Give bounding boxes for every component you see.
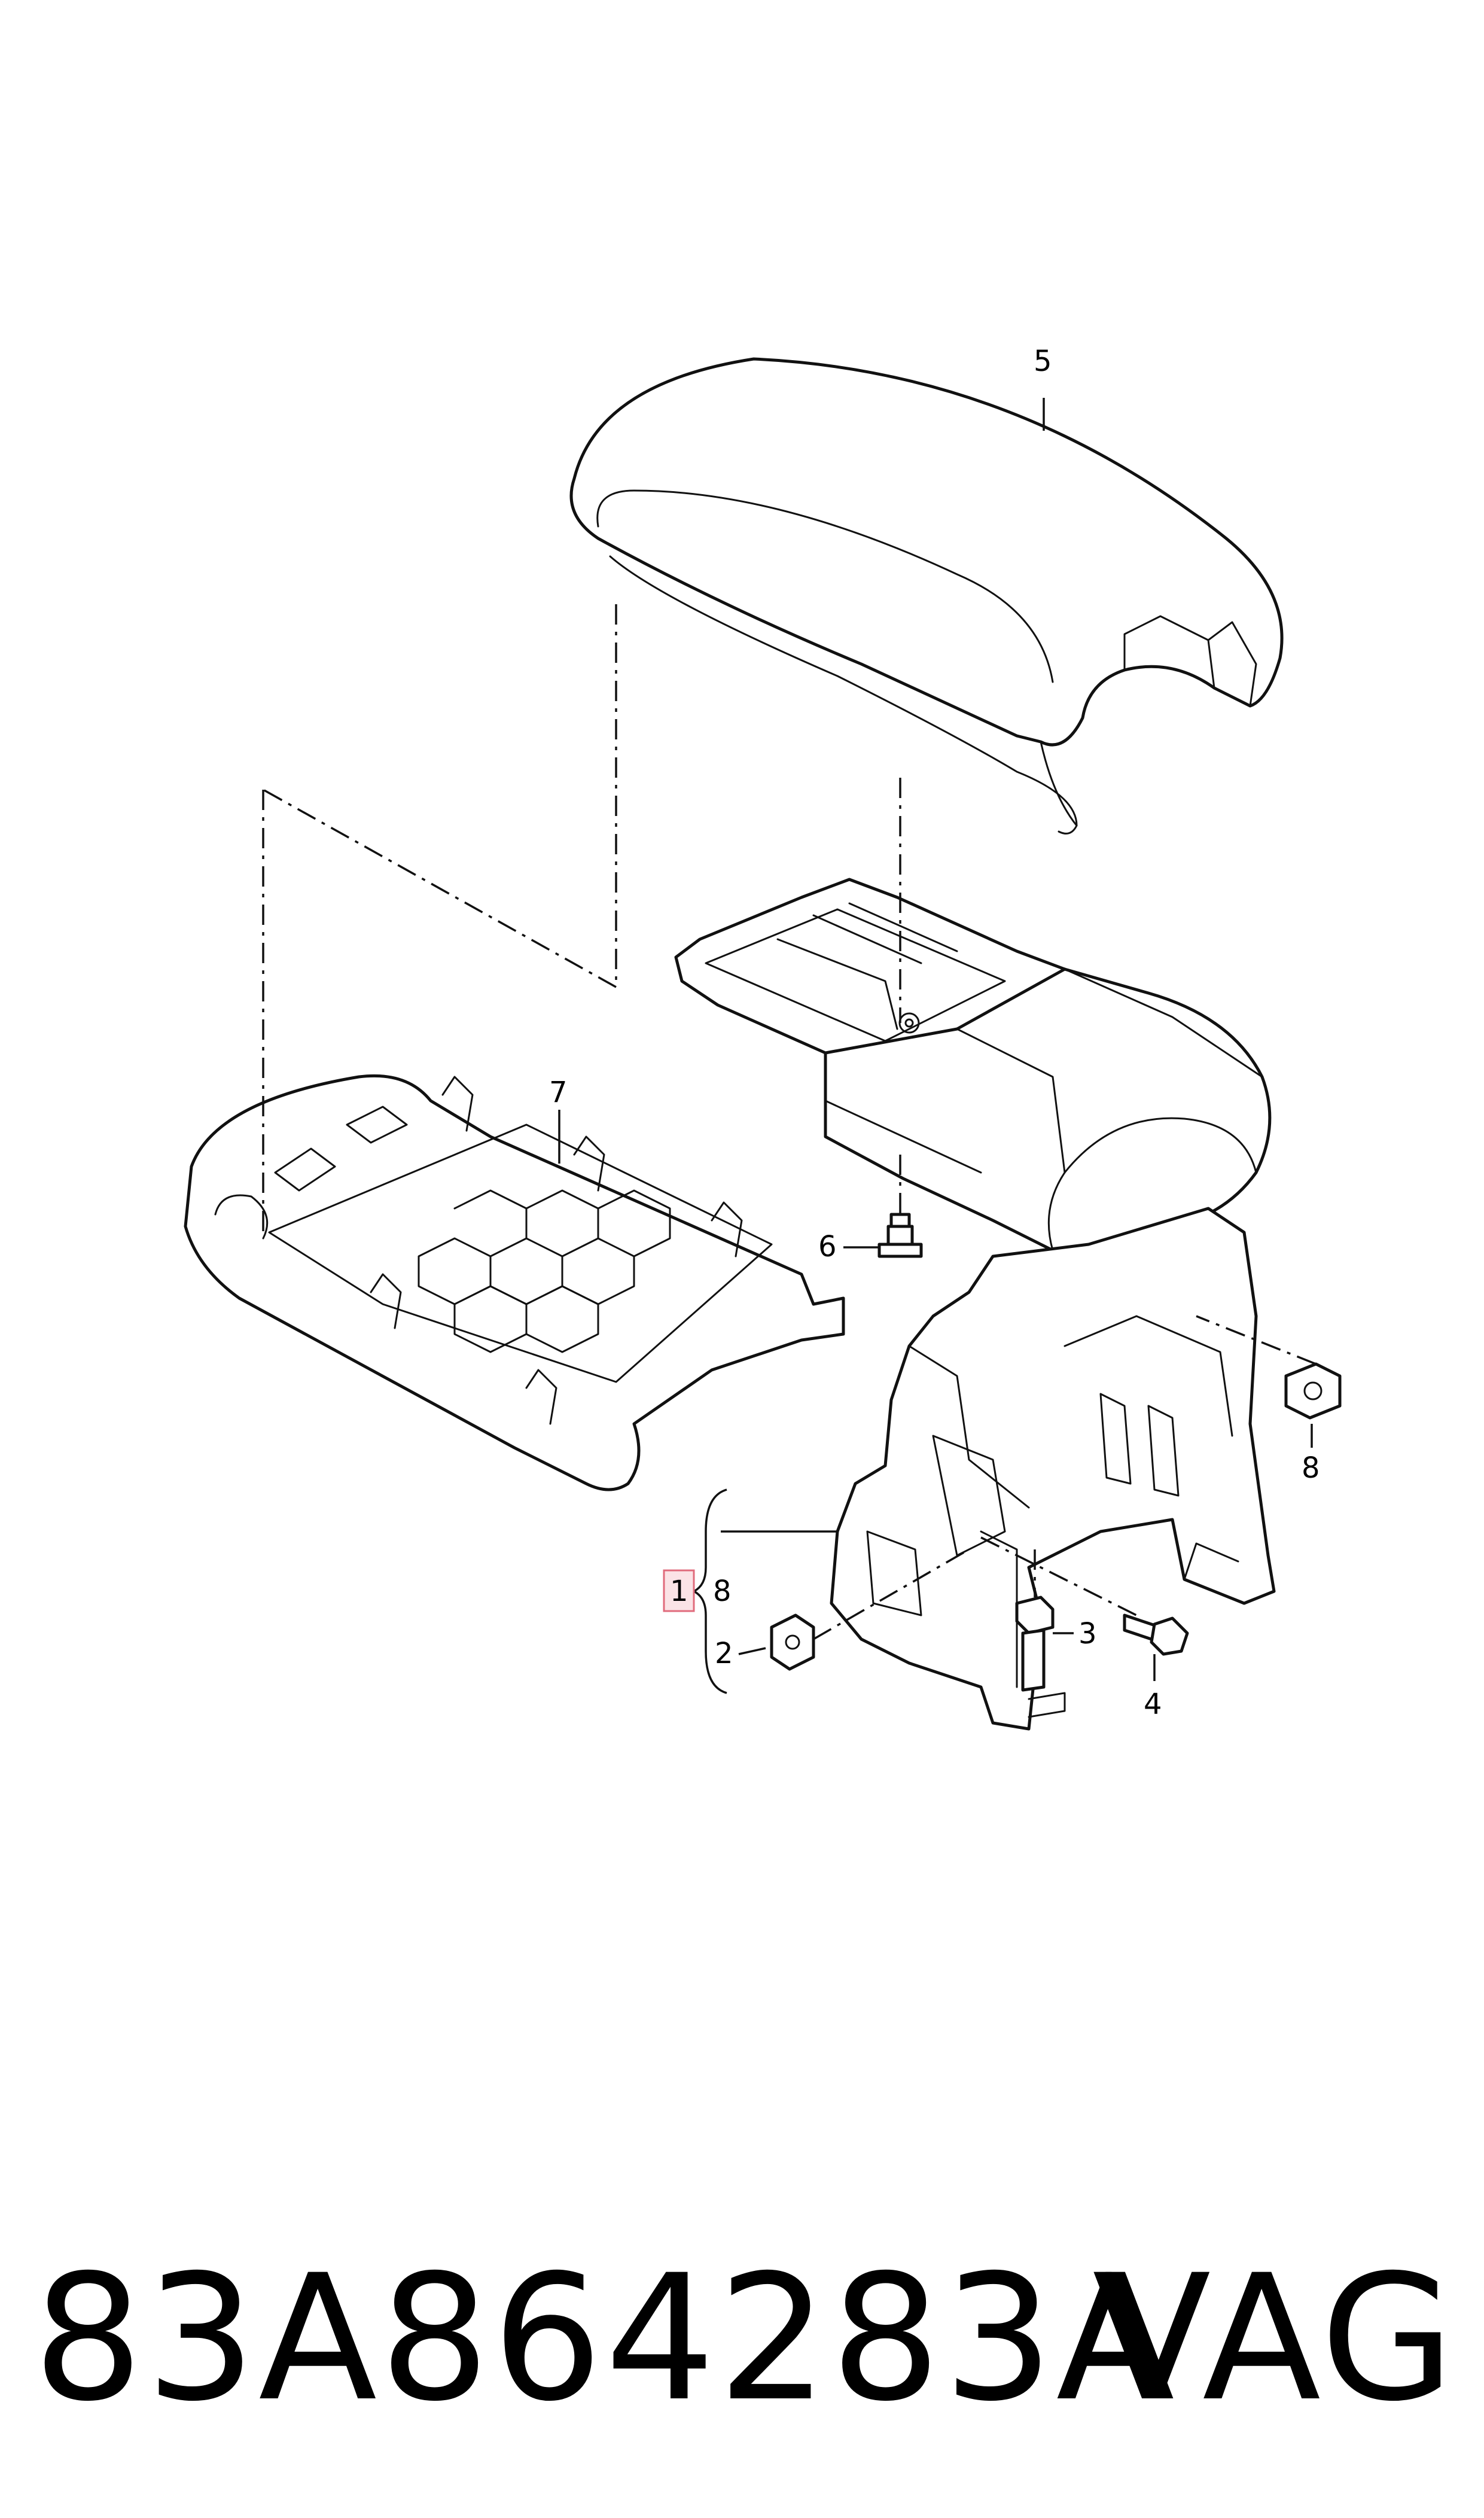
footer: 83A864283A VAG	[0, 2213, 1484, 2465]
callout-6: 6	[818, 1230, 837, 1263]
brand-name: VAG	[1092, 2238, 1457, 2440]
screw-part-6	[877, 1213, 923, 1258]
bolt-part-4	[1123, 1613, 1189, 1656]
exploded-parts-diagram: 5 7 6 8 1 8 2 3 4	[184, 345, 1342, 1731]
callout-5: 5	[1034, 345, 1052, 378]
assembly-guide-lines	[262, 604, 1317, 1640]
callout-2: 2	[715, 1637, 733, 1670]
console-bracket-part-1	[830, 1207, 1276, 1731]
armrest-body	[824, 967, 1272, 1257]
part-number: 83A864283A	[33, 2238, 1177, 2440]
storage-tray-part-7	[184, 1074, 845, 1491]
callout-7: 7	[549, 1076, 568, 1109]
armrest-lid-part-5	[569, 357, 1284, 835]
callout-8-right: 8	[1302, 1451, 1320, 1485]
bolt-part-3	[1015, 1596, 1055, 1692]
callout-4: 4	[1144, 1688, 1162, 1721]
clip-nut-part-8-right	[1284, 1362, 1342, 1420]
callout-3: 3	[1078, 1617, 1097, 1651]
highlight-box-part-1	[663, 1569, 695, 1612]
callout-8-left: 8	[713, 1575, 732, 1608]
clip-nut-part-2	[770, 1613, 815, 1671]
callout-1: 1	[670, 1575, 688, 1608]
